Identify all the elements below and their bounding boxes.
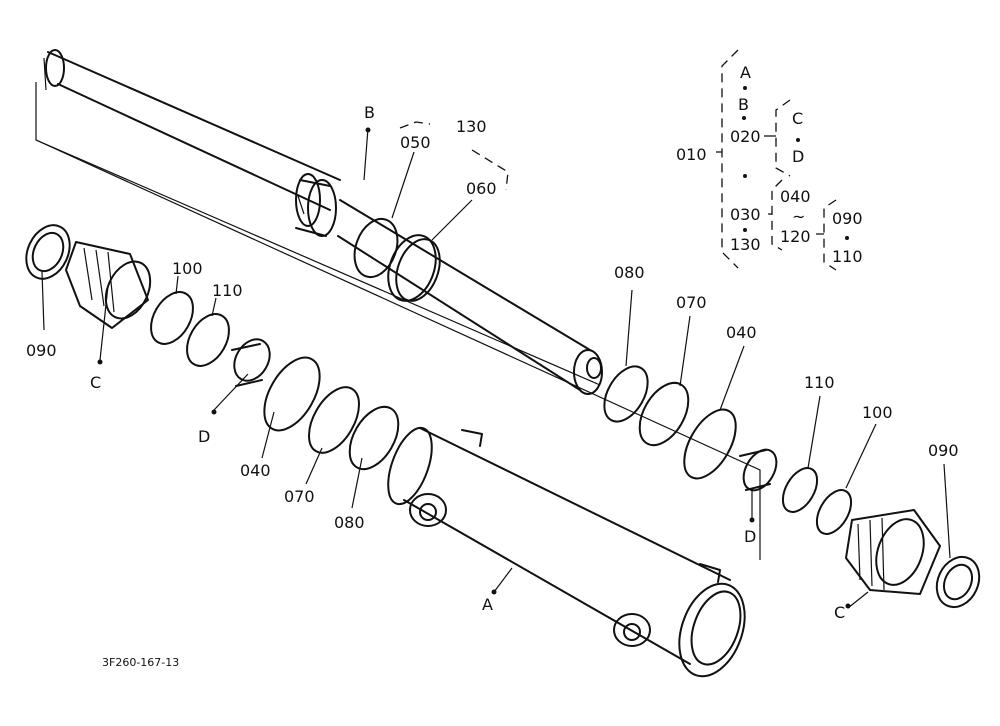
label-rod-b: B (364, 103, 375, 122)
label-tube-a: A (482, 595, 493, 614)
label-right-110: 110 (804, 373, 835, 392)
legend-020: 020 (730, 127, 761, 146)
cylinder-tube (387, 426, 746, 678)
legend-010: 010 (676, 145, 707, 164)
label-left-080: 080 (334, 513, 365, 532)
legend-030: 030 (730, 205, 761, 224)
label-right-090: 090 (928, 441, 959, 460)
leader-lines (41, 121, 951, 609)
legend-d: D (792, 147, 804, 166)
right-gland-cap (845, 509, 981, 609)
label-left-100: 100 (172, 259, 203, 278)
legend-040: 040 (780, 187, 811, 206)
legend-110: 110 (832, 247, 863, 266)
label-left-090: 090 (26, 341, 57, 360)
legend-tilde: ~ (792, 207, 805, 226)
label-left-c: C (90, 373, 101, 392)
label-left-d: D (198, 427, 210, 446)
label-right-040: 040 (726, 323, 757, 342)
legend-a: A (740, 63, 751, 82)
assembly-bracket (35, 82, 761, 560)
legend-090: 090 (832, 209, 863, 228)
callout-labels: B 130 050 060 090 C 100 110 D 040 070 08… (26, 103, 959, 622)
label-right-100: 100 (862, 403, 893, 422)
label-right-c: C (834, 603, 845, 622)
legend-120: 120 (780, 227, 811, 246)
legend-130: 130 (730, 235, 761, 254)
label-kit-130: 130 (456, 117, 487, 136)
label-060: 060 (466, 179, 497, 198)
drawing-code: 3F260-167-13 (102, 656, 179, 669)
piston-rod (43, 49, 603, 395)
composition-legend: A B 010 020 030 130 C D 040 ~ 120 090 11… (676, 49, 863, 271)
label-right-d: D (744, 527, 756, 546)
left-seals (150, 291, 400, 471)
legend-c: C (792, 109, 803, 128)
label-left-040: 040 (240, 461, 271, 480)
leader-dots (97, 127, 851, 609)
label-left-070: 070 (284, 487, 315, 506)
right-seals (603, 365, 853, 535)
label-050: 050 (400, 133, 431, 152)
label-right-080: 080 (614, 263, 645, 282)
rod-rings (353, 217, 441, 302)
legend-b: B (738, 95, 749, 114)
left-gland-cap (25, 224, 152, 329)
label-left-110: 110 (212, 281, 243, 300)
label-right-070: 070 (676, 293, 707, 312)
